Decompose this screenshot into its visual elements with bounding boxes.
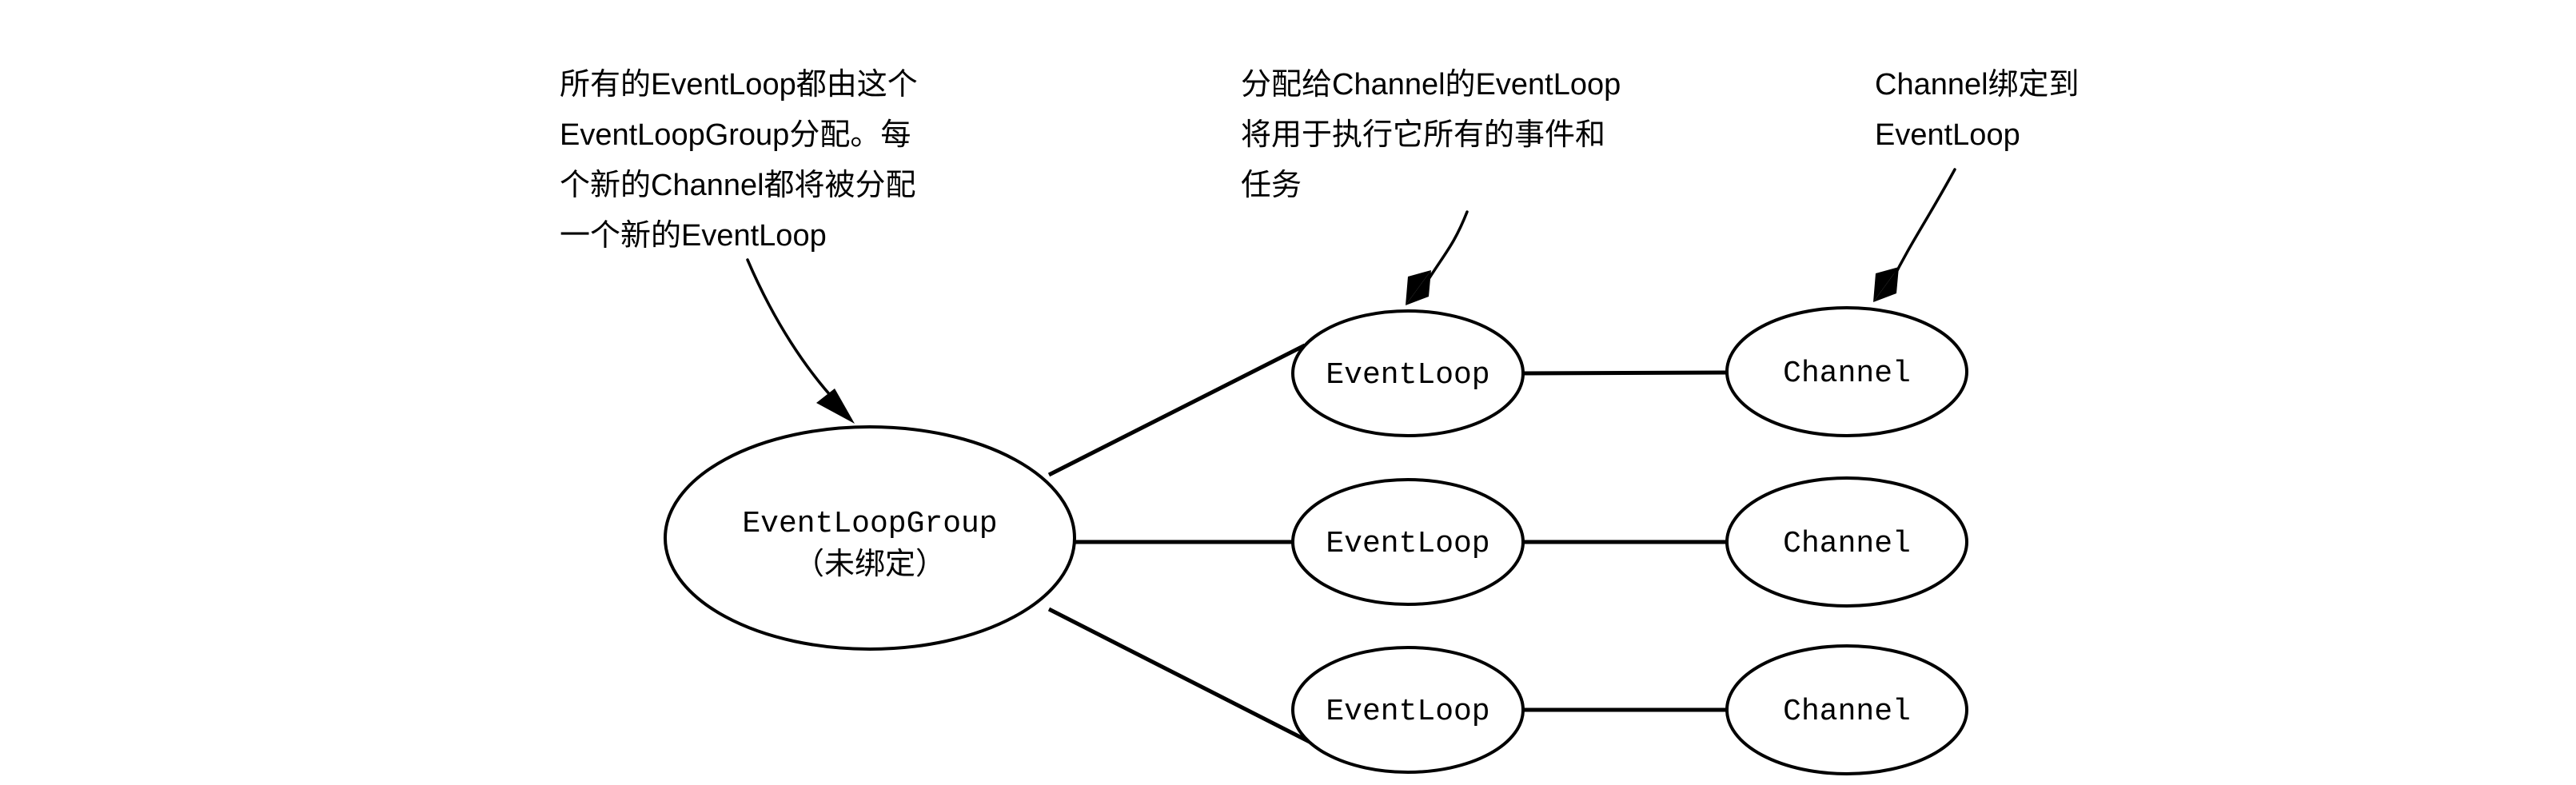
annotation-line: 将用于执行它所有的事件和 xyxy=(1241,118,1605,152)
eventloopgroup-sublabel: （未绑定） xyxy=(794,548,946,581)
eventloop-node-1[interactable]: EventLoop xyxy=(1291,309,1525,437)
annotation-channel: Channel绑定到 EventLoop xyxy=(1875,68,2080,152)
annotation-eventloop: 分配给Channel的EventLoop 将用于执行它所有的事件和 任务 xyxy=(1241,68,1621,202)
annotation-line: 任务 xyxy=(1241,169,1302,202)
annotation-line: 分配给Channel的EventLoop xyxy=(1241,68,1621,102)
eventloop-ellipse[interactable] xyxy=(1291,478,1525,606)
channel-label: Channel xyxy=(1783,357,1911,391)
channel-ellipse[interactable] xyxy=(1725,644,1968,775)
channel-ellipse[interactable] xyxy=(1725,476,1968,608)
channel-node-2[interactable]: Channel xyxy=(1725,476,1968,608)
curve-line xyxy=(1423,210,1469,287)
eventloop-label: EventLoop xyxy=(1326,695,1489,729)
channel-ellipse[interactable] xyxy=(1725,306,1968,437)
annotation-line: EventLoop xyxy=(1875,118,2020,152)
eventloopgroup-ellipse[interactable] xyxy=(664,425,1076,651)
annotation-line: 所有的EventLoop都由这个 xyxy=(560,68,918,102)
eventloop-ellipse[interactable] xyxy=(1291,646,1525,774)
edge-group-eventloop-3 xyxy=(1047,607,1311,744)
channel-label: Channel xyxy=(1783,527,1911,561)
pointer-arrow-1 xyxy=(746,258,855,424)
annotation-eventloopgroup: 所有的EventLoop都由这个 EventLoopGroup分配。每 个新的C… xyxy=(560,68,918,253)
annotation-line: 一个新的EventLoop xyxy=(560,219,827,253)
annotation-line: Channel绑定到 xyxy=(1875,68,2080,102)
eventloopgroup-node[interactable]: EventLoopGroup （未绑定） xyxy=(664,425,1076,651)
arrowhead-icon xyxy=(1406,270,1431,305)
annotation-line: 个新的Channel都将被分配 xyxy=(560,169,916,202)
edge-group-eventloop-1 xyxy=(1047,343,1306,477)
pointer-arrow-3 xyxy=(1873,168,1956,302)
channel-label: Channel xyxy=(1783,695,1911,729)
eventloop-label: EventLoop xyxy=(1326,527,1489,561)
arrowhead-icon xyxy=(1873,267,1899,302)
eventloop-label: EventLoop xyxy=(1326,358,1489,392)
eventloop-ellipse[interactable] xyxy=(1291,309,1525,437)
pointer-arrow-2 xyxy=(1406,210,1469,305)
curve-line xyxy=(1890,168,1956,283)
annotation-line: EventLoopGroup分配。每 xyxy=(560,118,911,152)
channel-node-3[interactable]: Channel xyxy=(1725,644,1968,775)
channel-node-1[interactable]: Channel xyxy=(1725,306,1968,437)
eventloop-node-3[interactable]: EventLoop xyxy=(1291,646,1525,774)
arrowhead-icon xyxy=(816,389,855,424)
eventloop-node-2[interactable]: EventLoop xyxy=(1291,478,1525,606)
eventloopgroup-label: EventLoopGroup xyxy=(742,507,997,541)
curve-line xyxy=(746,258,839,405)
